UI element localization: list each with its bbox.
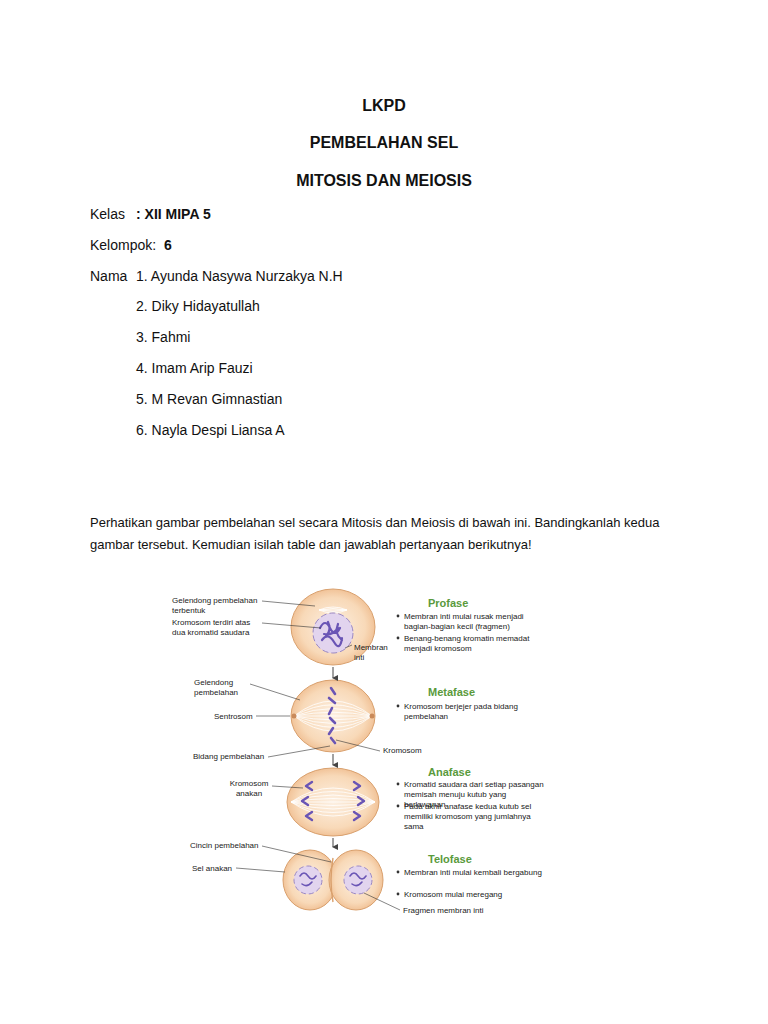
bullet	[397, 783, 400, 786]
part-label: Sel anakan	[192, 864, 232, 874]
member-name: 3. Fahmi	[136, 329, 190, 345]
spindle-fibers	[294, 701, 372, 731]
part-label: Kromosom	[383, 746, 422, 756]
phase-arrow	[333, 838, 334, 847]
nucleus	[344, 866, 372, 894]
part-label: Bidang pembelahan	[193, 752, 264, 762]
phase-note: Membran inti mulai kembali bergabung	[404, 868, 546, 878]
part-label: Cincin pembelahan	[190, 841, 259, 851]
anaphase-cell	[287, 768, 379, 836]
part-label: Gelendong pembelahan	[194, 678, 252, 698]
leader-line	[336, 740, 380, 751]
spindle-fibers	[319, 607, 347, 613]
spindle-fiber	[294, 716, 372, 717]
leader-line	[256, 716, 290, 717]
nucleus	[294, 866, 322, 894]
leader-line	[364, 893, 400, 910]
telophase-cells	[283, 850, 383, 910]
part-label: Membran inti	[354, 643, 394, 663]
leader-line	[262, 601, 315, 606]
part-label: Fragmen membran inti	[403, 906, 483, 916]
centrosome	[370, 714, 375, 719]
leader-line	[268, 746, 330, 757]
member-name: 1. Ayunda Nasywa Nurzakya N.H	[136, 268, 343, 284]
cell-membrane	[291, 680, 375, 752]
member-name: 6. Nayla Despi Liansa A	[136, 422, 285, 438]
phase-note: Kromosom berjejer pada bidang pembelahan	[404, 702, 542, 722]
leader-line	[345, 645, 352, 648]
metaphase-cell	[291, 680, 375, 752]
leader-line	[262, 846, 331, 862]
bullet	[397, 893, 400, 896]
heading: PEMBELAHAN SEL	[310, 134, 458, 152]
chromosomes	[320, 622, 342, 646]
part-label: Gelendong pembelahan terbentuk	[172, 596, 262, 616]
part-label: Kromosom terdiri atas dua kromatid sauda…	[172, 618, 262, 638]
phase-arrow	[333, 754, 334, 765]
phase-title: Telofase	[428, 853, 472, 865]
member-name: 2. Diky Hidayatullah	[136, 298, 260, 314]
part-label: Sentrosom	[214, 712, 253, 722]
phase-note: Benang-benang kromatin memadat menjadi k…	[404, 634, 542, 654]
field-name: Nama	[90, 268, 127, 284]
cleavage-ring	[331, 858, 333, 902]
bullet	[397, 615, 400, 618]
nucleus-membrane	[313, 613, 353, 653]
daughter-chromosomes	[302, 782, 364, 820]
leader-line	[236, 868, 285, 872]
phase-title: Profase	[428, 597, 468, 609]
bullet	[397, 805, 400, 808]
spindle-fiber	[294, 712, 372, 716]
member-name: 5. M Revan Gimnastian	[136, 391, 282, 407]
bullet	[397, 871, 400, 874]
field-value: : XII MIPA 5	[136, 206, 211, 222]
spindle-fiber	[319, 609, 347, 611]
member-name: 4. Imam Arip Fauzi	[136, 360, 253, 376]
page-title: LKPD	[362, 97, 406, 115]
spindle-fiber	[319, 610, 347, 611]
leader-line	[250, 684, 300, 700]
spindle-fiber	[319, 607, 347, 610]
spindle-fiber	[291, 802, 375, 816]
phase-note: Membran inti mulai rusak menjadi bagian-…	[404, 612, 542, 632]
phase-note: Pada akhir anafase kedua kutub sel memil…	[404, 802, 546, 832]
instruction: Perhatikan gambar pembelahan sel secara …	[90, 512, 690, 556]
phase-note: Kromosom mulai meregang	[404, 890, 546, 900]
spindle-fiber	[294, 709, 372, 717]
chromosomes	[329, 688, 335, 743]
cell-membrane	[287, 768, 379, 836]
chromatin	[300, 873, 366, 886]
phase-title: Anafase	[428, 766, 471, 778]
phase-arrows	[333, 667, 334, 847]
field-name: Kelompok:	[90, 237, 156, 253]
spindle-fiber	[294, 705, 372, 716]
daughter-cell	[329, 850, 383, 910]
phase-arrow	[333, 667, 334, 678]
leader-line	[262, 623, 321, 628]
phase-title: Metafase	[428, 686, 475, 698]
leader-line	[272, 786, 303, 788]
centrosome	[292, 714, 297, 719]
bullet	[397, 637, 400, 640]
heading: MITOSIS DAN MEIOSIS	[296, 172, 472, 190]
bullet	[397, 705, 400, 708]
field-name: Kelas	[90, 206, 125, 222]
part-label: Kromosom anakan	[226, 779, 272, 799]
field-value: 6	[164, 237, 172, 253]
spindle-fiber	[291, 802, 375, 813]
